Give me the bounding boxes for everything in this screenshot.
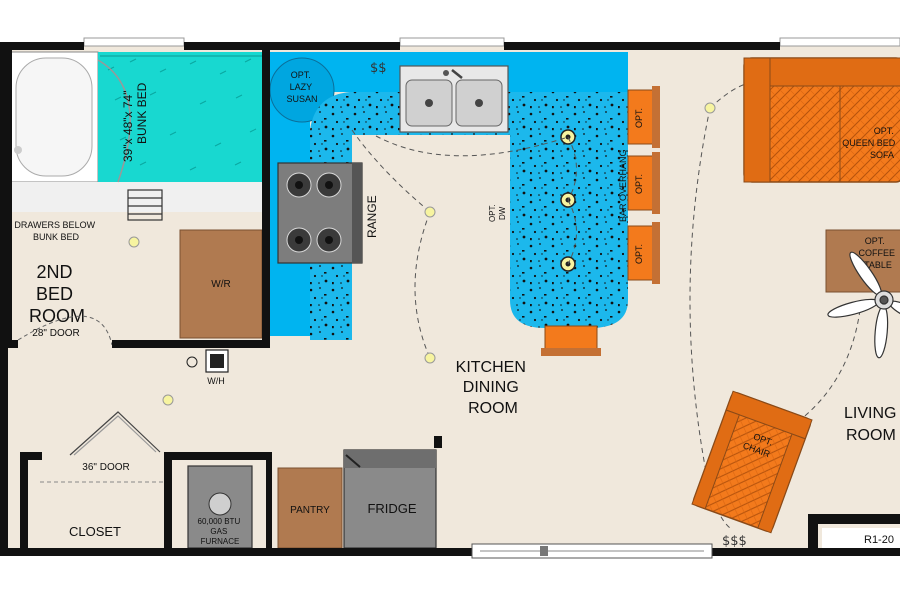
queen-bed-sofa: OPT. QUEEN BED SOFA (743, 57, 900, 183)
countertop (310, 92, 405, 340)
range-stove (277, 162, 363, 264)
kitchen-label-3: ROOM (468, 400, 518, 417)
water-heater: W/H (186, 349, 229, 386)
armchair: OPT. CHAIR (691, 390, 813, 534)
lazy-susan-label-2: LAZY (290, 82, 313, 92)
wardrobe-label: W/R (211, 279, 230, 290)
furnace-label-3: FURNACE (201, 537, 240, 546)
stool-label: OPT. (634, 108, 644, 128)
coffee-table-label-3: TABLE (864, 260, 892, 270)
stool-label: OPT. (634, 244, 644, 264)
bunk-bed: 39"x 48"x 74" BUNK BED (12, 52, 262, 221)
bar-stools: OPT. OPT. OPT. (541, 86, 660, 356)
svg-text:DRAWERS BELOW BUNK BED: DRAWERS BELOW BUNK BED (14, 220, 97, 242)
kitchen-sink (399, 65, 509, 133)
lazy-susan-label: OPT. (291, 70, 311, 80)
bunk-bed-size-label: 39"x 48"x 74" (121, 91, 135, 163)
bifold-door (69, 411, 161, 456)
svg-text:KITCHEN DINING ROOM: KITCHEN DINING ROOM (456, 359, 531, 417)
ladder (127, 189, 163, 221)
living-room-label: LIVING (844, 405, 896, 422)
svg-text:OPT. QUEEN BED SOF: OPT. QUEEN BED SOFA (842, 126, 898, 160)
interior-walls (0, 48, 900, 554)
dw-label-2: DW (498, 206, 507, 220)
coffee-table-label: OPT. (865, 236, 885, 246)
exterior-walls (0, 42, 900, 556)
bar-stool: OPT. (627, 86, 660, 148)
closet-label: CLOSET (69, 524, 121, 539)
svg-text:$$$: $$$ (722, 534, 747, 549)
furnace-label-2: GAS (210, 527, 227, 536)
entry-door[interactable] (471, 543, 713, 559)
drawers-label-2: BUNK BED (33, 232, 80, 242)
drawers-label: DRAWERS BELOW (14, 220, 95, 230)
furnace-label: 60,000 BTU (198, 517, 241, 526)
bathtub (9, 51, 99, 183)
svg-text:39"x 48"x 74" BUNK BED: 39"x 48"x 74" BUNK BED (121, 82, 149, 162)
living-room-label-2: ROOM (846, 427, 896, 444)
kitchen-label: KITCHEN (456, 359, 526, 376)
bar-stool (541, 325, 601, 356)
model-label: R1-20 (864, 534, 894, 546)
fridge-label: FRIDGE (367, 501, 416, 516)
stool-label: OPT. (634, 174, 644, 194)
sofa-label: OPT. (874, 126, 894, 136)
bedroom-label-3: ROOM (29, 306, 85, 326)
fridge: FRIDGE (343, 449, 437, 549)
wardrobe: W/R (179, 229, 263, 339)
svg-text:OPT. DW: OPT. DW (488, 202, 507, 222)
door-28-label: 28" DOOR (32, 328, 79, 339)
bedroom-label-2: BED (36, 284, 73, 304)
bar-stool: OPT. (627, 222, 660, 284)
bar-stool: OPT. (627, 152, 660, 214)
lazy-susan: OPT. LAZY SUSAN (269, 57, 335, 123)
kitchen-label-2: DINING (463, 379, 519, 396)
furnace: 60,000 BTU GAS FURNACE (187, 465, 253, 549)
coffee-table-label-2: COFFEE (858, 248, 895, 258)
water-heater-label: W/H (207, 376, 225, 386)
dw-label: OPT. (488, 204, 497, 222)
svg-text:OPT. COFFEE TABLE: OPT. COFFEE TABLE (858, 236, 897, 270)
ceiling-fan-icon (827, 251, 900, 359)
door-36-label: 36" DOOR (82, 462, 129, 473)
svg-text:LIVING ROOM: LIVING ROOM (844, 405, 900, 444)
svg-text:$$: $$ (370, 61, 387, 76)
sofa-label-2: QUEEN BED (842, 138, 896, 148)
kitchen-island (510, 92, 628, 328)
bunk-bed-label: BUNK BED (135, 82, 149, 144)
pantry-label: PANTRY (290, 505, 330, 516)
svg-text:60,000 BTU GAS FUR: 60,000 BTU GAS FURNACE (198, 517, 243, 546)
bar-overhang-label: BAR OVERHANG (618, 149, 628, 222)
pantry: PANTRY (277, 467, 343, 549)
lazy-susan-label-3: SUSAN (286, 94, 317, 104)
bedroom-label: 2ND (36, 262, 72, 282)
sofa-label-3: SOFA (870, 150, 894, 160)
svg-text:OPT. LAZY SUSAN: OPT. LAZY SUSAN (286, 70, 317, 104)
range-label: RANGE (365, 195, 379, 238)
svg-text:2ND BED ROOM: 2ND BED ROOM (29, 262, 85, 326)
